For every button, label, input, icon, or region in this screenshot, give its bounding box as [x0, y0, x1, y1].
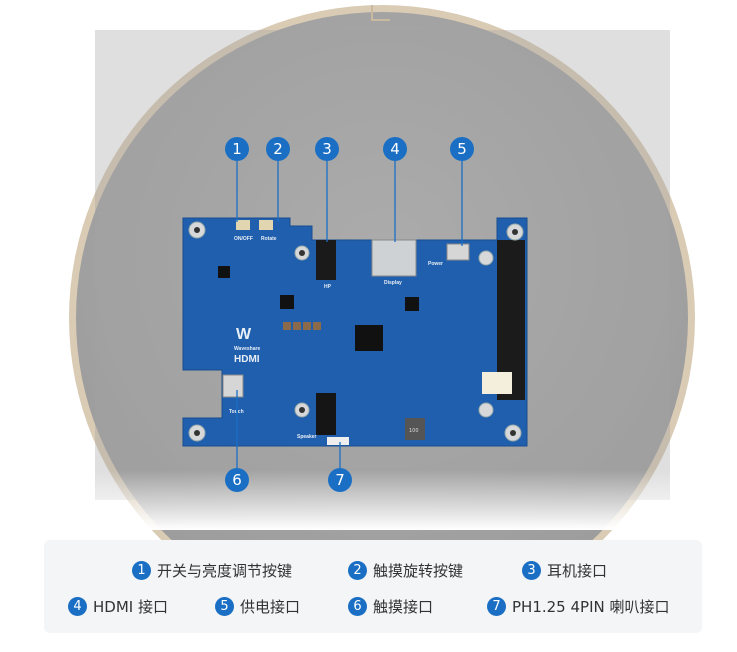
- touch-label: Touch: [229, 409, 244, 415]
- speaker-connector: [327, 437, 349, 445]
- callout-number: 4: [390, 140, 400, 158]
- headphone-jack: [316, 240, 336, 280]
- callout-number: 7: [335, 471, 345, 489]
- mounting-hole-centers: [194, 227, 518, 436]
- waveshare-logo: W: [236, 326, 252, 343]
- legend-text: 供电接口: [240, 598, 301, 616]
- callout-7: 7: [328, 468, 352, 492]
- hdmi-logo: HDMI: [234, 354, 260, 365]
- speaker-label: Speaker: [297, 434, 317, 440]
- legend-num: 3: [522, 561, 541, 580]
- legend-item: 7 PH1.25 4PIN 喇叭接口: [487, 596, 670, 617]
- legend-item: 4 HDMI 接口: [68, 596, 168, 617]
- inductor: [405, 418, 425, 440]
- white-connector: [482, 372, 512, 394]
- small-chip: [218, 266, 230, 278]
- legend-num: 2: [348, 561, 367, 580]
- amp-chip: [316, 393, 336, 435]
- legend-num: 6: [348, 597, 367, 616]
- callout-3: 3: [315, 137, 339, 161]
- callout-1: 1: [225, 137, 249, 161]
- legend-text: 开关与亮度调节按键: [157, 562, 293, 580]
- small-chip: [280, 295, 294, 309]
- legend-item: 6 触摸接口: [348, 596, 433, 617]
- legend-text: HDMI 接口: [93, 598, 168, 616]
- driver-board: ON/OFF Rotate HP Display Power Touch Spe…: [182, 217, 528, 447]
- usb-c-touch: [222, 374, 244, 398]
- callout-lines: [236, 161, 463, 468]
- callout-number: 5: [457, 140, 467, 158]
- onoff-label: ON/OFF: [234, 236, 253, 242]
- legend-text: 触摸旋转按键: [373, 562, 464, 580]
- legend-num: 4: [68, 597, 87, 616]
- legend-text: PH1.25 4PIN 喇叭接口: [512, 598, 670, 616]
- legend-num: 1: [132, 561, 151, 580]
- small-chip: [405, 297, 419, 311]
- callout-number: 3: [322, 140, 332, 158]
- callout-number: 6: [232, 471, 242, 489]
- legend-num: 5: [215, 597, 234, 616]
- callout-number: 1: [232, 140, 242, 158]
- callout-number: 2: [273, 140, 283, 158]
- callout-5: 5: [450, 137, 474, 161]
- brand-label: Waveshare: [234, 346, 260, 352]
- legend-item: 1 开关与亮度调节按键: [132, 560, 292, 581]
- callout-markers: 1 2 3 4 5 6 7: [225, 137, 474, 492]
- legend-text: 耳机接口: [547, 562, 608, 580]
- legend-item: 3 耳机接口: [522, 560, 607, 581]
- legend-item: 2 触摸旋转按键: [348, 560, 463, 581]
- rotate-label: Rotate: [261, 236, 277, 242]
- callout-6: 6: [225, 468, 249, 492]
- legend-item: 5 供电接口: [215, 596, 300, 617]
- display-label: Display: [384, 280, 402, 286]
- legend-num: 7: [487, 597, 506, 616]
- usb-c-power: [446, 243, 470, 261]
- hdmi-port: [371, 239, 417, 277]
- callout-2: 2: [266, 137, 290, 161]
- onoff-button: [236, 220, 250, 230]
- capacitors: [283, 322, 321, 330]
- main-chip: [355, 325, 383, 351]
- hp-label: HP: [324, 284, 332, 290]
- callout-4: 4: [383, 137, 407, 161]
- legend-text: 触摸接口: [373, 598, 434, 616]
- inductor-label: 100: [409, 428, 419, 434]
- rotate-button: [259, 220, 273, 230]
- power-label: Power: [428, 261, 443, 267]
